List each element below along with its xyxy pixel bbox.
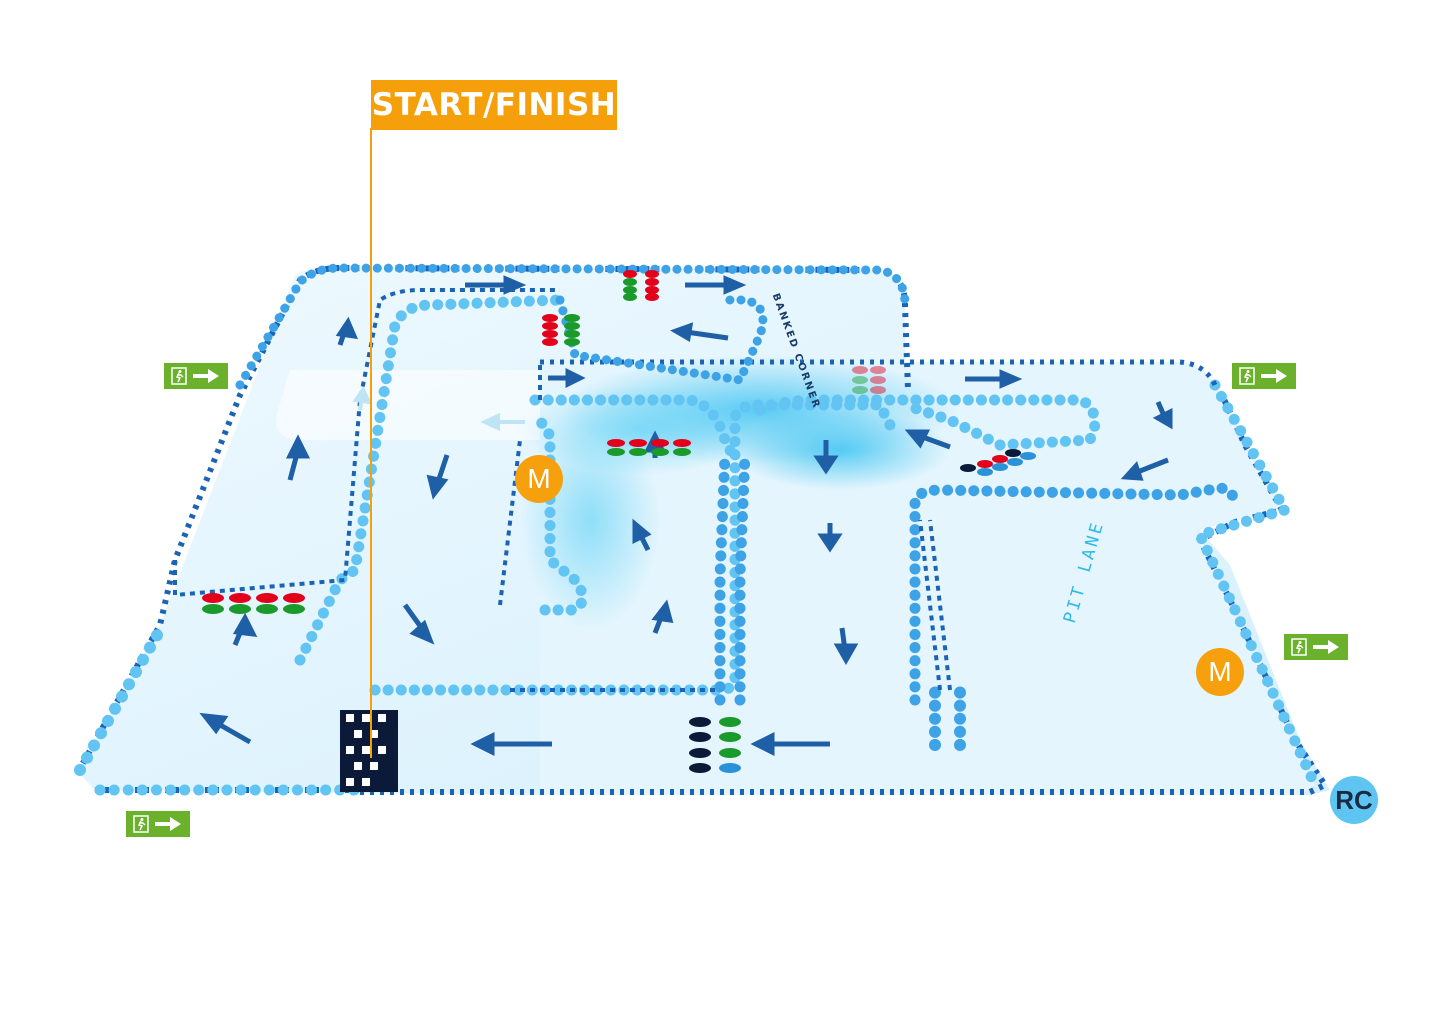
arrow-left-icon — [750, 731, 830, 757]
arrow-down-icon — [817, 523, 843, 553]
marshal-marker[interactable]: M — [1196, 648, 1244, 696]
arrow-down-left-icon — [1120, 457, 1169, 481]
start-lights-left — [202, 593, 305, 614]
arrow-up-left-icon — [904, 429, 951, 450]
start-finish-line — [340, 710, 398, 792]
arrow-down-icon — [1152, 400, 1173, 430]
arrow-down-icon — [426, 454, 450, 500]
start-lights-faded — [852, 366, 886, 394]
arrow-right-icon — [685, 275, 747, 295]
arrow-down-icon — [833, 627, 859, 666]
race-control-marker[interactable]: RC — [1330, 776, 1378, 824]
start-lights-top — [623, 270, 659, 301]
arrow-right-icon — [465, 275, 527, 295]
emergency-exit-icon — [1284, 634, 1348, 660]
start-finish-pole — [370, 128, 372, 758]
arrow-up-icon — [651, 599, 674, 634]
arrow-down-icon — [813, 440, 839, 475]
arrow-right-icon — [548, 367, 586, 389]
start-lights-middle — [607, 439, 691, 456]
arrow-up-icon — [335, 316, 359, 346]
ghost-loop — [276, 370, 540, 440]
arrow-left-icon — [670, 322, 729, 342]
inner-loop-left — [369, 399, 896, 696]
marshal-marker[interactable]: M — [515, 455, 563, 503]
start-lights-right — [960, 449, 1036, 476]
arrow-up-left-icon — [199, 712, 252, 745]
emergency-exit-icon — [126, 811, 190, 837]
arrow-up-icon — [632, 518, 652, 552]
ghost-arrow-icon — [480, 412, 525, 432]
arrow-down-icon — [402, 603, 435, 645]
ghost-arrow-icon — [352, 386, 373, 411]
arrow-up-icon — [285, 434, 311, 481]
emergency-exit-icon — [164, 363, 228, 389]
arrow-up-icon — [232, 612, 258, 646]
arrow-left-icon — [470, 731, 552, 757]
start-lights-upper — [542, 314, 580, 346]
emergency-exit-icon — [1232, 363, 1296, 389]
start-finish-label: START/FINISH — [371, 80, 617, 130]
arrow-right-icon — [965, 369, 1023, 389]
start-lights-grid — [689, 717, 741, 773]
